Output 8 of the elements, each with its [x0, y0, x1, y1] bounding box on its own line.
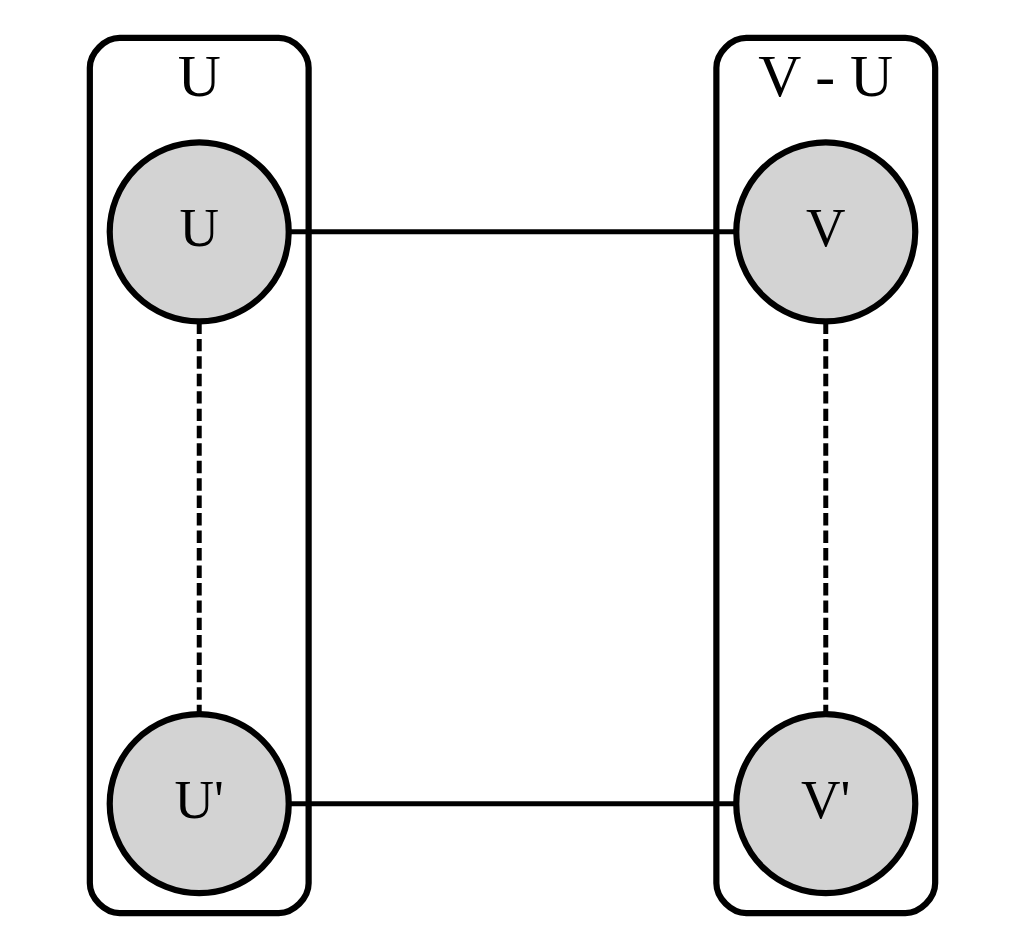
connector — [196, 321, 202, 714]
connector — [289, 801, 736, 807]
node-circle: V — [732, 139, 918, 325]
node-circle: U' — [106, 711, 292, 897]
node-circle: U — [106, 139, 292, 325]
connector — [289, 229, 736, 235]
node-circle: V' — [732, 711, 918, 897]
connector — [822, 321, 828, 714]
